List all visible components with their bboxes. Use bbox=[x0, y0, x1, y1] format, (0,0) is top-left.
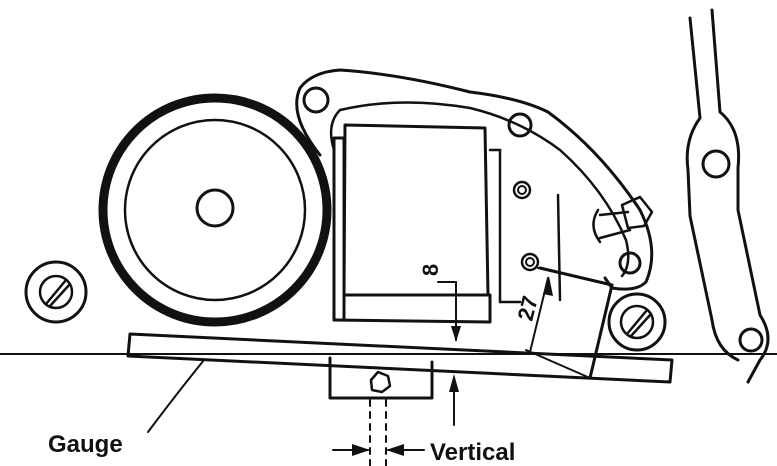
frame-hole-lower bbox=[738, 327, 764, 353]
drum-roller bbox=[98, 93, 332, 327]
housing-hole-right bbox=[618, 251, 642, 275]
dimension-large-label: 27 bbox=[513, 293, 543, 323]
housing-hole-left bbox=[302, 86, 330, 114]
head-block bbox=[332, 123, 562, 324]
dimension-small bbox=[437, 281, 461, 342]
gauge-leader bbox=[147, 359, 205, 433]
adjust-screw bbox=[592, 195, 654, 244]
frame-hole-upper bbox=[701, 149, 731, 179]
side-frame-plate bbox=[685, 8, 770, 384]
dimension-large bbox=[529, 267, 613, 353]
plate-bolts bbox=[512, 180, 540, 272]
left-screw bbox=[24, 260, 88, 324]
housing-hole-center bbox=[507, 112, 533, 138]
adjust-arrow bbox=[449, 374, 459, 426]
vertical-guide bbox=[332, 399, 425, 466]
lever-plate bbox=[525, 266, 614, 380]
vertical-label: Vertical bbox=[430, 439, 515, 466]
housing-bracket bbox=[295, 68, 654, 291]
gauge-plate bbox=[126, 332, 674, 384]
right-screw bbox=[607, 292, 667, 352]
dimension-small-label: 8 bbox=[418, 264, 443, 276]
mount-block bbox=[328, 356, 434, 400]
gauge-label: Gauge bbox=[48, 431, 123, 458]
